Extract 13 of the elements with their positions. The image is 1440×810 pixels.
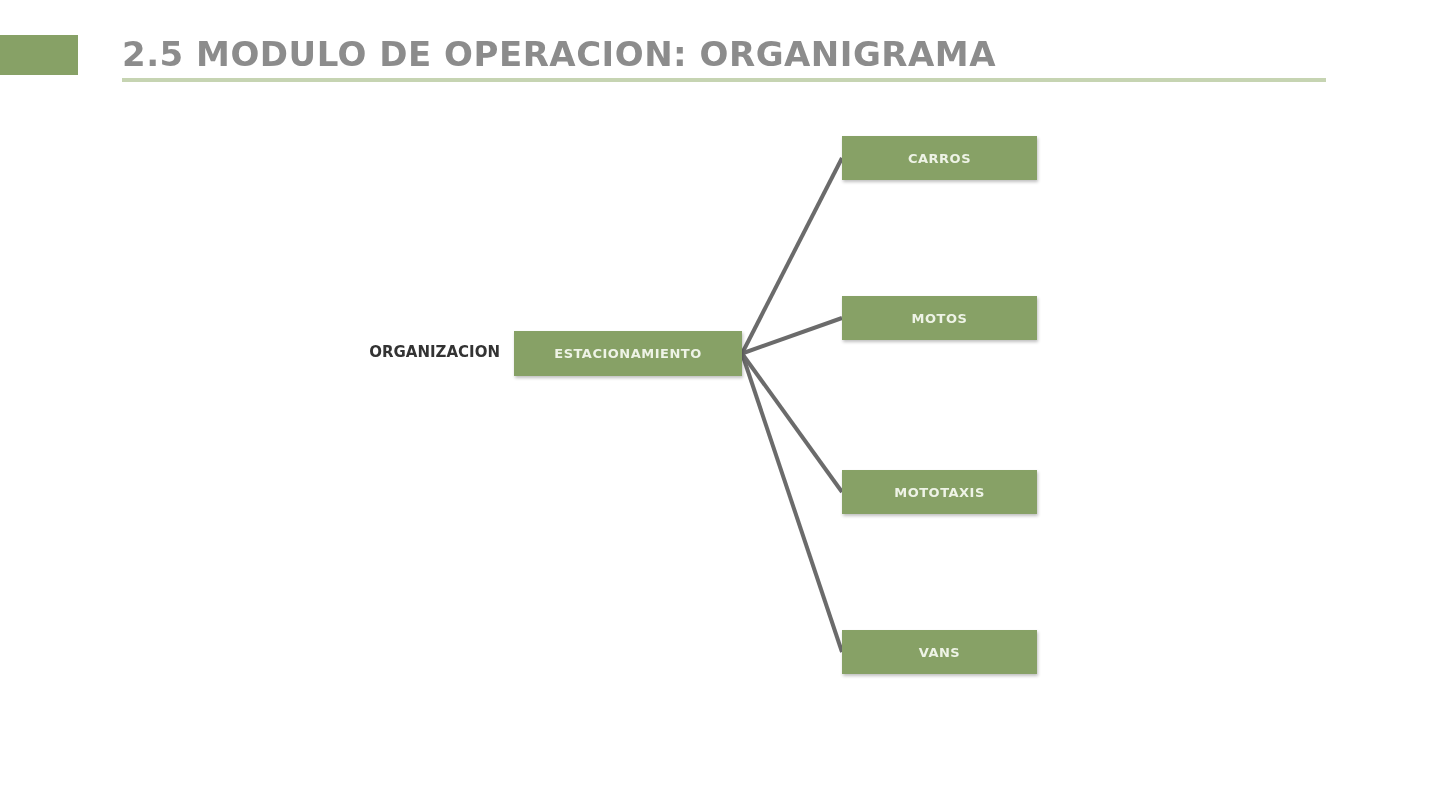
org-box [842,296,1037,340]
page-title: 2.5 MODULO DE OPERACION: ORGANIGRAMA [122,34,996,74]
box-label: MOTOTAXIS [894,484,985,500]
org-box [514,331,742,376]
connector-line [741,316,843,356]
box-label: CARROS [907,150,971,166]
box-label: ESTACIONAMIENTO [554,346,702,361]
box-label: MOTOS [911,310,968,326]
box-label: VANS [918,644,961,660]
org-box [842,470,1037,514]
org-box [842,136,1037,180]
side-label: ORGANIZACION [368,343,500,361]
org-box [842,630,1037,674]
